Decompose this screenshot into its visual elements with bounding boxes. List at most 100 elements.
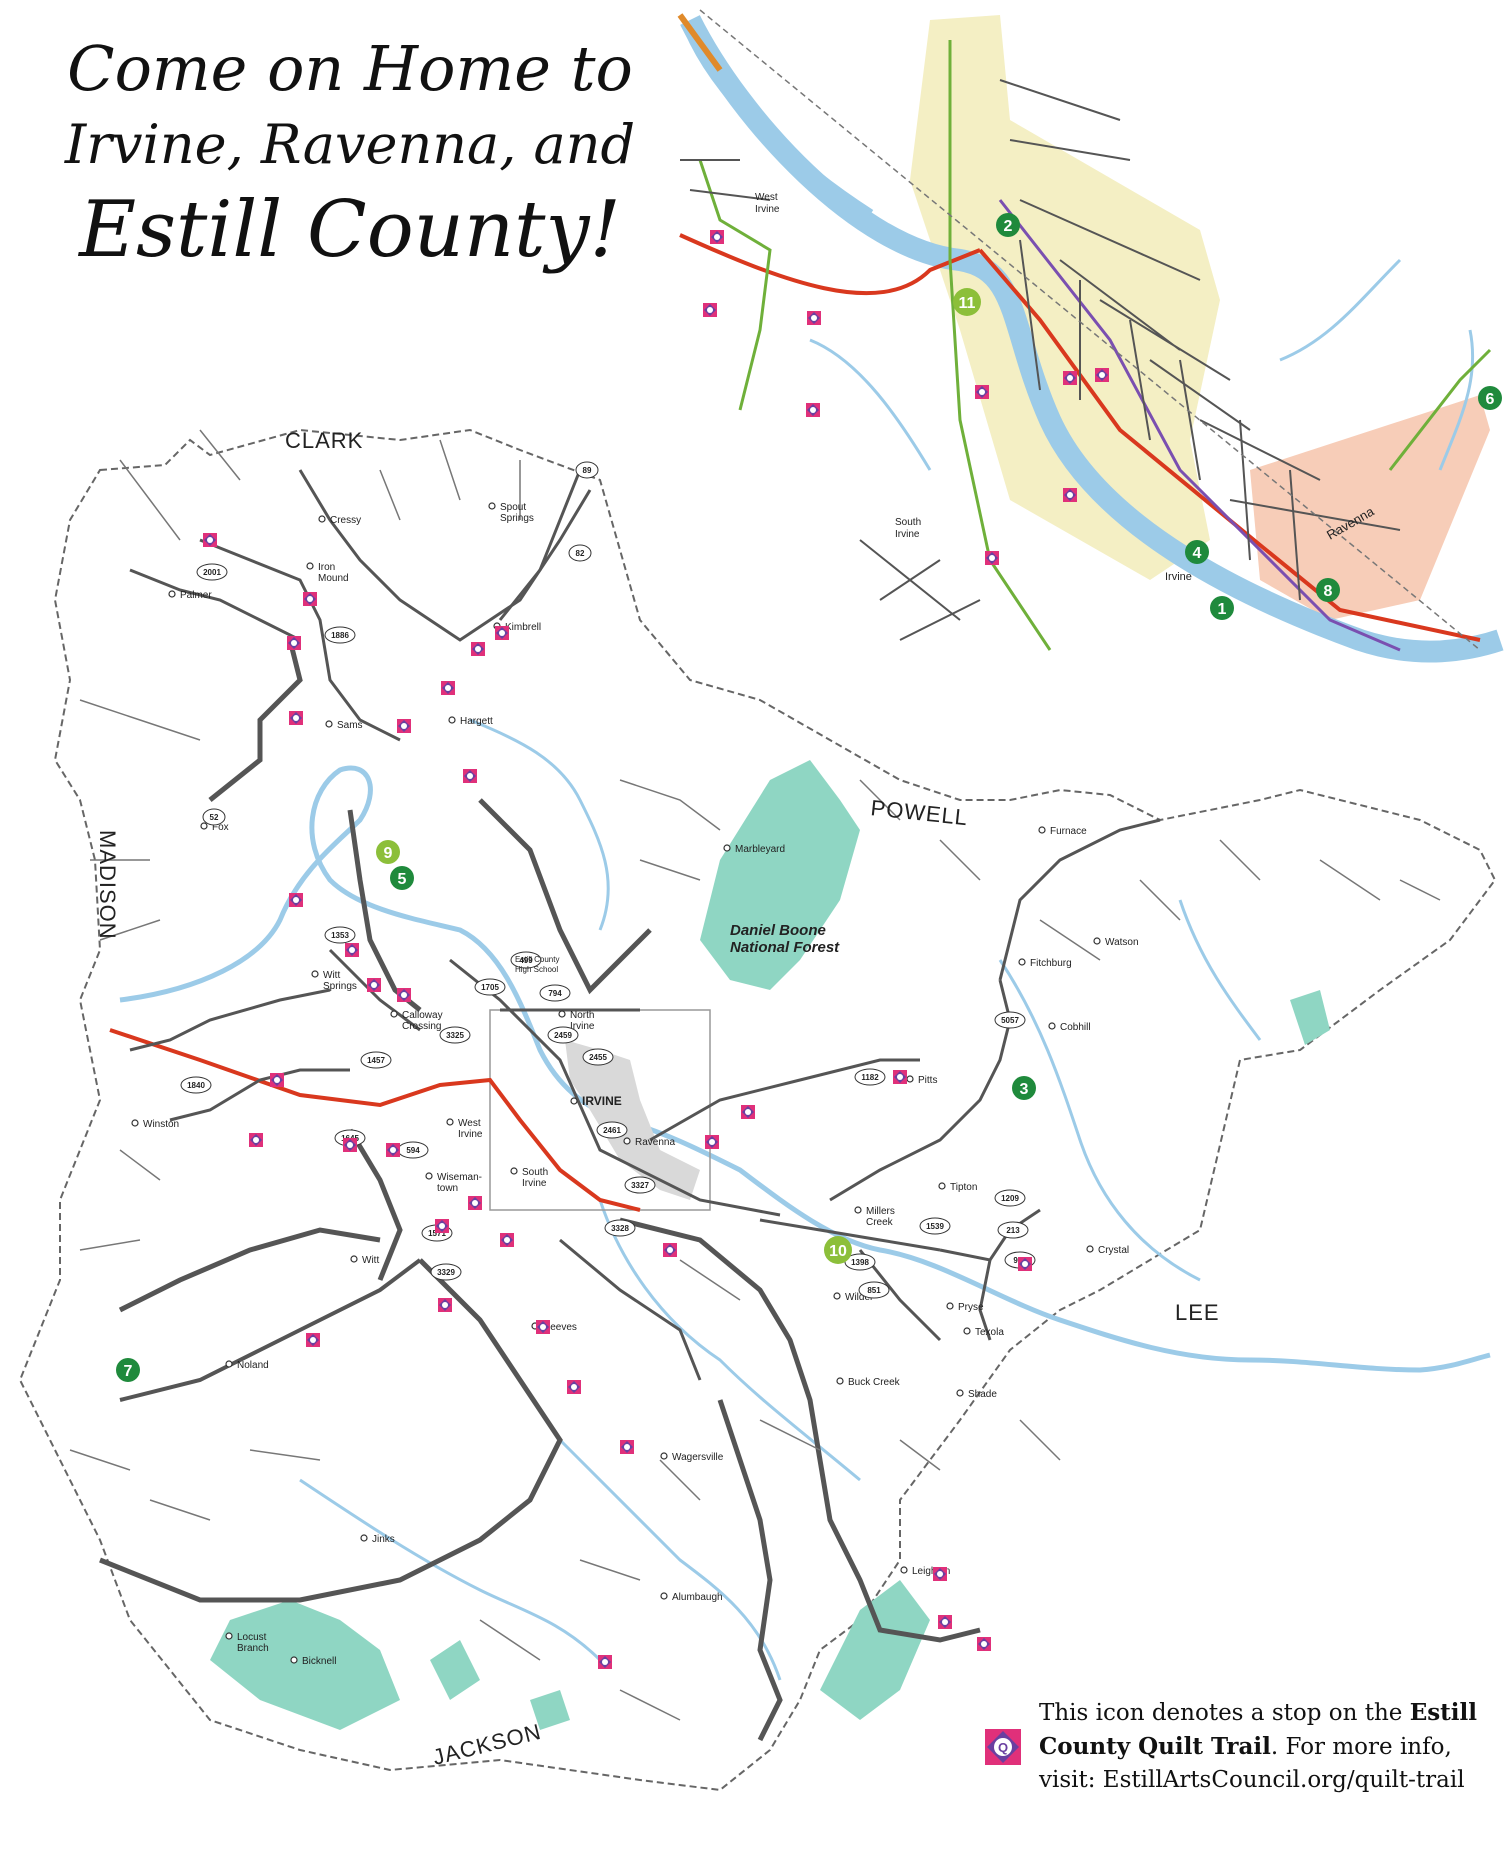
place-label-witt: Witt: [362, 1255, 379, 1266]
route-number: 2461: [603, 1126, 621, 1135]
legend-text-before: This icon denotes a stop on the: [1039, 1700, 1410, 1726]
place-label-furnace: Furnace: [1050, 826, 1087, 837]
quilt-trail-icon: [893, 1070, 907, 1084]
route-shield-1886: 1886: [324, 626, 356, 644]
route-shield-1182: 1182: [854, 1068, 886, 1086]
quilt-trail-icon: [289, 711, 303, 725]
place-label-irvine: IRVINE: [582, 1094, 622, 1108]
place-label-winston: Winston: [143, 1119, 179, 1130]
route-number: 1539: [926, 1222, 944, 1231]
place-label-fitchburg: Fitchburg: [1030, 958, 1072, 969]
route-number: 1457: [367, 1056, 385, 1065]
quilt-trail-icon: [567, 1380, 581, 1394]
quilt-trail-icons: [203, 230, 1109, 1669]
county-label-lee: LEE: [1175, 1300, 1220, 1325]
place-label-shade: Shade: [968, 1389, 997, 1400]
quilt-trail-icon: [471, 642, 485, 656]
county-label-clark: CLARK: [285, 428, 363, 453]
place-marker-tipton: [938, 1182, 946, 1190]
place-label-wagersville: Wagersville: [672, 1452, 724, 1463]
inset-label-irvine: Irvine: [1165, 571, 1192, 583]
place-marker-cobhill: [1048, 1022, 1056, 1030]
place-marker-watson: [1093, 937, 1101, 945]
quilt-trail-icon: [463, 769, 477, 783]
numbered-stop-9: 9: [376, 840, 400, 864]
numbered-stop-5: 5: [390, 866, 414, 890]
quilt-trail-icon: [1095, 368, 1109, 382]
quilt-trail-icon: [343, 1138, 357, 1152]
place-label-ravenna: Ravenna: [635, 1137, 675, 1148]
route-shield-499: 499: [510, 951, 542, 969]
quilt-trail-icon: [705, 1135, 719, 1149]
numbered-stop-label: 10: [829, 1243, 847, 1260]
place-marker-hargett: [448, 716, 456, 724]
place-marker-witt: [350, 1255, 358, 1263]
place-label-sams: Sams: [337, 720, 363, 731]
route-shield-2001: 2001: [196, 563, 228, 581]
numbered-stop-label: 6: [1486, 391, 1495, 408]
place-label-fox: Fox: [212, 822, 229, 833]
quilt-trail-icon: [741, 1105, 755, 1119]
place-label-wilder: Wilder: [845, 1292, 874, 1303]
place-label-cobhill: Cobhill: [1060, 1022, 1091, 1033]
quilt-trail-icon: [386, 1143, 400, 1157]
place-marker-marbleyard: [723, 844, 731, 852]
quilt-trail-icon: [249, 1133, 263, 1147]
quilt-trail-icon: [710, 230, 724, 244]
quilt-trail-icon: [270, 1073, 284, 1087]
quilt-trail-icon: [203, 533, 217, 547]
numbered-stop-label: 5: [398, 871, 407, 888]
route-number: 1705: [481, 983, 499, 992]
quilt-trail-icon: Q: [985, 1728, 1021, 1765]
place-label-pitts: Pitts: [918, 1075, 937, 1086]
place-marker-palmer: [168, 590, 176, 598]
place-label-texola: Texola: [975, 1327, 1004, 1338]
quilt-trail-icon: [938, 1615, 952, 1629]
route-shield-2455: 2455: [582, 1048, 614, 1066]
place-marker-alumbaugh: [660, 1592, 668, 1600]
route-shield-1353: 1353: [324, 926, 356, 944]
place-label-marbleyard: Marbleyard: [735, 844, 785, 855]
place-marker-crystal: [1086, 1245, 1094, 1253]
quilt-trail-icon: [975, 385, 989, 399]
main-county-map: CLARK MADISON POWELL LEE JACKSON CressyI…: [18, 213, 1502, 1792]
quilt-trail-icon: [367, 978, 381, 992]
quilt-trail-icon: [441, 681, 455, 695]
place-marker-ravenna: [623, 1137, 631, 1145]
numbered-stop-1: 1: [1210, 596, 1234, 620]
quilt-trail-icon: [397, 719, 411, 733]
place-marker-texola: [963, 1327, 971, 1335]
route-shield-794: 794: [539, 984, 571, 1002]
quilt-trail-icon: [1063, 488, 1077, 502]
route-shield-1705: 1705: [474, 978, 506, 996]
place-marker-fox: [200, 822, 208, 830]
irvine-town-zone: [910, 15, 1220, 580]
headline-line-1: Come on Home to: [67, 32, 633, 105]
quilt-trail-icon: [806, 403, 820, 417]
forest-area-south: [820, 1580, 930, 1720]
numbered-stop-6: 6: [1478, 386, 1502, 410]
quilt-trail-icon: [933, 1567, 947, 1581]
route-number: 3325: [446, 1031, 464, 1040]
place-marker-pryse: [946, 1302, 954, 1310]
route-number: 52: [210, 813, 219, 822]
route-number: 2459: [554, 1031, 572, 1040]
place-marker-jinks: [360, 1534, 368, 1542]
place-marker-spout-springs: [488, 502, 496, 510]
quilt-trail-icon: [807, 311, 821, 325]
route-number: 1571: [428, 1229, 446, 1238]
quilt-trail-icon: [289, 893, 303, 907]
numbered-stop-3: 3: [1012, 1076, 1036, 1100]
forest-area-sw: [210, 1600, 400, 1730]
place-label-watson: Watson: [1105, 937, 1139, 948]
legend-icon-letter: Q: [998, 1740, 1008, 1755]
county-label-powell: POWELL: [869, 795, 969, 830]
quilt-trail-icon: [345, 943, 359, 957]
numbered-stop-7: 7: [116, 1358, 140, 1382]
place-marker-witt-springs: [311, 970, 319, 978]
